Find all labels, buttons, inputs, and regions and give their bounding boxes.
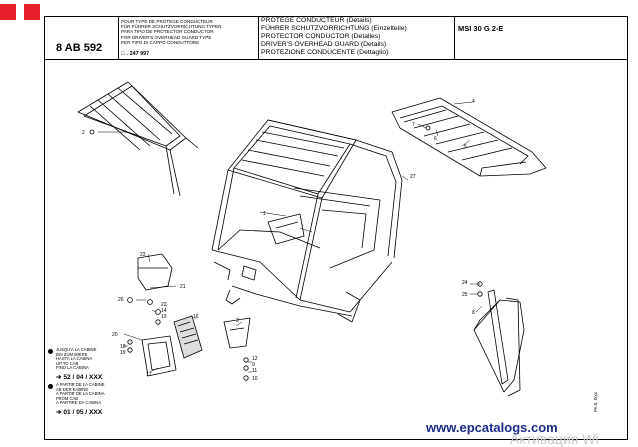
callout-labels: 2 1 4 7 6 5 27 23 21 26 22 14 13 16 20 1…	[82, 99, 475, 382]
callout-label: 1	[263, 211, 266, 217]
code-top: ➔ 52 / 04 / XXX	[56, 374, 103, 381]
legend-bottom: A PARTIR DE LA CABINE AB DER KABINE A PA…	[56, 382, 105, 406]
callout-label: 25	[462, 292, 468, 298]
applicability-cell: POUR TYPE DE PROTEGE CONDUCTEUR FÜR FÜHR…	[119, 17, 259, 59]
reference-number: 8 AB 592	[56, 42, 103, 54]
roof-grid-part	[77, 81, 199, 197]
panel-part-23	[137, 253, 173, 291]
title-list: PROTEGE CONDUCTEUR (Détails) FÜHRER SCHU…	[261, 17, 407, 56]
callout-label: 27	[410, 174, 416, 180]
drawing-frame	[44, 60, 628, 440]
header-frame: 8 AB 592 POUR TYPE DE PROTEGE CONDUCTEUR…	[44, 16, 628, 60]
callout-label: 14	[161, 308, 167, 314]
callout-label: 16	[193, 314, 199, 320]
callout-label: 3	[236, 318, 239, 324]
arrow-right-icon: ➔	[56, 409, 64, 416]
activation-overlay-text: Активация Wi	[510, 431, 599, 447]
filter-grid-part-16	[173, 315, 203, 359]
side-code: PA 9, 5/xx	[593, 392, 598, 412]
leader-lines	[98, 101, 483, 373]
callout-label: 11	[252, 368, 257, 374]
callout-label: 2	[82, 130, 85, 136]
dot-marker-icon	[48, 349, 53, 354]
arrow-right-icon: ➔	[56, 374, 64, 381]
callout-label: 5	[464, 144, 467, 150]
legend-top: JUSQU'A LA CABINE BIS ZUM MIKRE HASTA LA…	[56, 347, 97, 371]
roof-cover-part	[391, 97, 547, 177]
callout-label: 8	[472, 310, 475, 316]
cab-arrow-icon: □→	[121, 51, 130, 57]
callout-label: 20	[112, 332, 118, 338]
callout-label: 24	[462, 280, 468, 286]
part-code: □→247 997	[121, 51, 150, 57]
reference-cell: 8 AB 592	[45, 17, 119, 59]
callout-label: 12	[252, 356, 258, 362]
red-square-1	[0, 4, 16, 20]
callout-label: 9	[252, 362, 255, 368]
callout-label: 10	[252, 376, 258, 382]
callout-label: 6	[434, 136, 437, 142]
code-bottom: ➔ 01 / 05 / XXX	[56, 409, 103, 416]
dot-marker-icon	[48, 384, 53, 389]
callout-label: 19	[120, 350, 126, 356]
callout-label: 4	[472, 99, 475, 105]
bracket-part-3	[223, 317, 251, 349]
callout-label: 17	[146, 372, 152, 378]
watermark-link[interactable]: www.epcatalogs.com	[426, 420, 558, 435]
callout-label: 18	[120, 344, 126, 350]
callout-label: 7	[412, 122, 415, 128]
fasteners	[89, 125, 483, 381]
applicability-list: POUR TYPE DE PROTEGE CONDUCTEUR FÜR FÜHR…	[121, 19, 222, 45]
red-square-2	[24, 4, 40, 20]
side-panel-part	[473, 289, 525, 397]
support-part-17	[141, 335, 177, 377]
titles-cell: PROTEGE CONDUCTEUR (Détails) FÜHRER SCHU…	[259, 17, 455, 59]
callout-label: 13	[161, 314, 167, 320]
model-name: MSI 30 G 2-E	[458, 24, 504, 33]
callout-label: 26	[118, 297, 124, 303]
callout-label: 21	[180, 284, 186, 290]
callout-label: 22	[161, 302, 167, 308]
callout-label: 23	[140, 252, 146, 258]
cab-frame	[211, 119, 403, 323]
